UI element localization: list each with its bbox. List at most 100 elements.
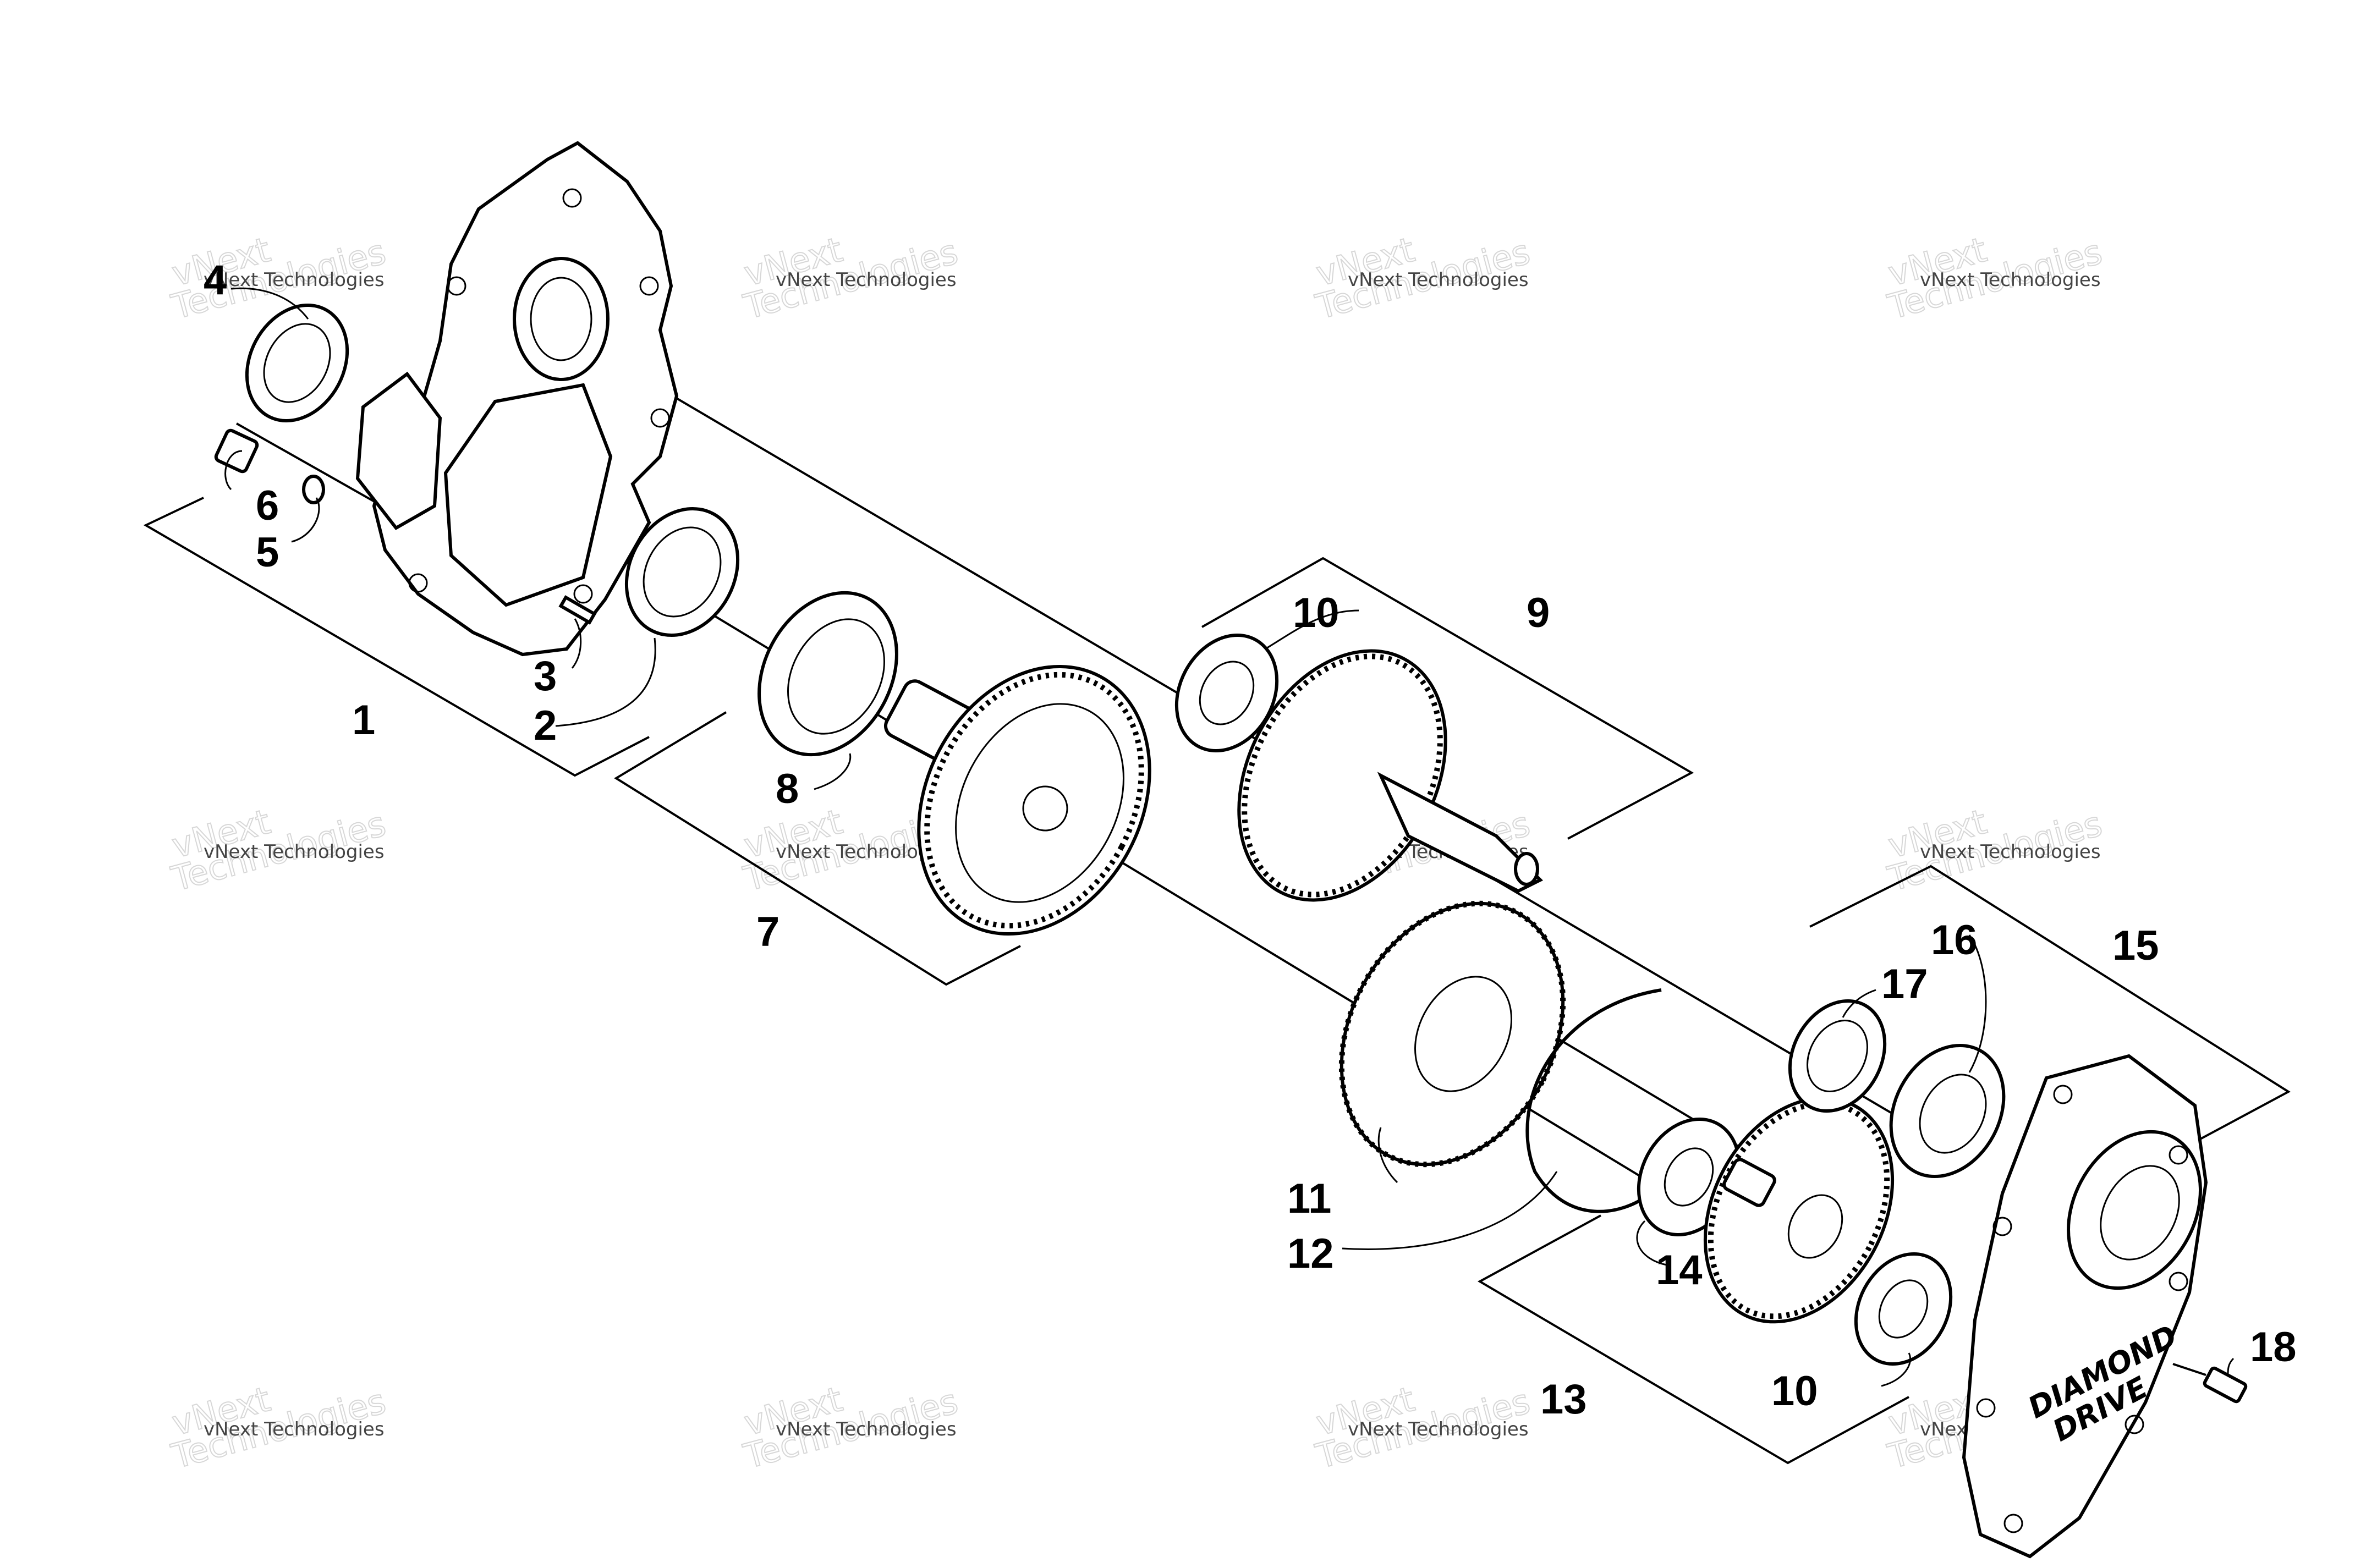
sprocket-hub [1414,976,1513,1092]
idler-gear-stub [1722,1158,1776,1207]
callout-9: 9 [1527,590,1550,636]
watermark-small: vNext Technologies [1920,269,2101,291]
watermark-small: vNext Technologies [204,269,385,291]
bearing-inner [1199,661,1255,725]
bearing-outer [757,591,898,757]
seal-inner [263,323,331,403]
idler-gear-hub [1787,1194,1843,1259]
callout-14: 14 [1656,1247,1703,1294]
housing-bolt-hole [639,276,659,296]
watermark-small: vNext Technologies [204,841,385,863]
leader-4 [230,287,309,320]
drain-plug [214,428,259,474]
callout-4: 4 [204,257,227,304]
oring-part-5 [302,475,325,504]
bearing-inner [1664,1147,1714,1207]
seal-inner [643,526,722,618]
cover-outline [1962,1054,2208,1559]
callout-15: 15 [2112,922,2159,969]
cover-bolt-hole [2125,1415,2144,1434]
housing-cavity [443,383,613,607]
bracket-assembly-1 [143,497,650,777]
callout-5: 5 [256,529,279,576]
watermark-small: vNext Technologies [776,1418,957,1440]
watermark-small: vNext Technologies [1920,841,2101,863]
callout-2: 2 [534,702,557,749]
bearing-part-10-lower [1854,1252,1953,1366]
sprocket-teeth [1338,900,1566,1168]
leader-14 [1636,1220,1667,1266]
housing-bolt-hole [447,276,466,296]
leader-18 [2227,1357,2235,1376]
sprocket-part-11 [1338,900,1566,1168]
leader-10-lower [1881,1352,1911,1387]
housing-part-1 [355,141,679,657]
bearing-outer [1854,1252,1953,1366]
watermark: vNext Technologies vNext Technologies [739,1378,963,1477]
bracket-assembly-13 [1477,1214,1909,1465]
callout-10-lower: 10 [1771,1368,1818,1415]
leader-lines [224,287,2235,1387]
callout-7: 7 [756,909,779,955]
callout-3: 3 [534,653,557,700]
watermark: vNext Technologies vNext Technologies [1311,229,1535,328]
leader-2 [555,637,656,727]
watermark: vNext Technologies vNext Technologies [167,801,391,900]
callout-13: 13 [1540,1376,1587,1423]
cover-bolt-hole [2169,1145,2188,1165]
snap-ring-part-12 [1525,988,1662,1213]
housing-bolt-hole [408,573,428,593]
callout-6: 6 [256,482,279,529]
ring-gear-body [917,664,1151,936]
callout-17: 17 [1881,961,1928,1008]
ring-gear-hub [1022,785,1068,832]
bearing-inner [787,618,886,735]
watermark: vNext Technologies vNext Technologies [1311,1378,1535,1477]
oring [302,475,325,504]
watermark: vNext Technologies vNext Technologies [167,229,391,328]
gear-shaft-part-9 [1237,649,1544,902]
dowel-pin [558,595,597,625]
callout-10-upper: 10 [1293,590,1340,636]
housing-bolt-hole [573,584,593,604]
callout-8: 8 [776,766,799,812]
callout-1: 1 [352,697,375,744]
callout-11: 11 [1287,1175,1331,1222]
idler-gear-part-13 [1703,1096,1895,1324]
callout-12: 12 [1287,1230,1334,1277]
leader-16 [1968,934,1987,1073]
watermark: vNext Technologies vNext Technologies [167,1378,391,1477]
ring-gear-inner [955,703,1124,903]
shaft-end [1514,852,1539,886]
cover-bolt-hole [2169,1272,2188,1291]
ring-gear-teeth [924,672,1144,929]
seal-inner [1807,1020,1868,1092]
bolt-part-18 [2172,1363,2248,1404]
housing-bore-upper-inner [530,277,592,361]
callout-18: 18 [2250,1324,2297,1371]
pin-part-3 [558,595,597,625]
watermark: vNext Technologies vNext Technologies [1883,229,2107,328]
cover-part-15: DIAMOND DRIVE [1962,1054,2208,1559]
leader-10-upper [1265,609,1359,650]
cover-bolt-hole [2003,1514,2023,1533]
bolt [2203,1366,2248,1404]
cover-bolt-hole [1992,1217,2012,1236]
callout-numbers: 4 6 5 1 3 2 8 7 10 9 11 12 13 14 10 15 1… [204,257,2297,1423]
watermark-small: vNext Technologies [1348,269,1529,291]
idler-gear-body [1703,1096,1895,1324]
bearing-inner [1919,1074,1987,1154]
bracket-assembly-7 [614,711,1021,986]
seal-outer [624,507,740,637]
leader-12 [1342,1171,1558,1250]
bearing-inner [1878,1279,1929,1339]
seal-part-2 [624,507,740,637]
callout-16: 16 [1931,917,1978,964]
housing-bore-upper [513,257,610,381]
cover-bolt-hole [1976,1398,1996,1418]
seal-part-4 [245,303,349,423]
watermark-small: vNext Technologies [204,1418,385,1440]
assembly-brackets [143,497,2291,1465]
leader-17 [1842,989,1876,1018]
